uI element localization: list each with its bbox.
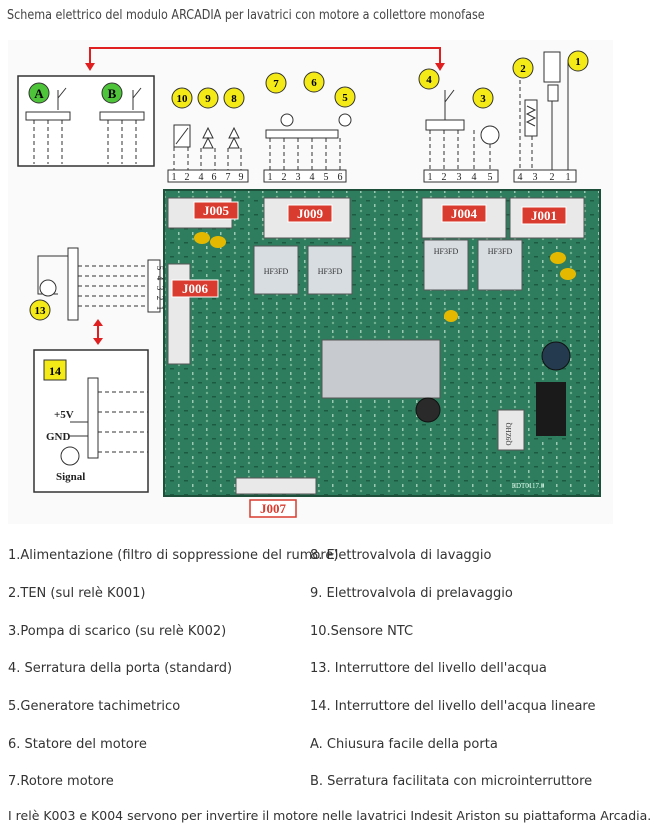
- gnd-label: GND: [46, 431, 71, 443]
- level-switch-13: 5 4 3 2 1 13: [29, 247, 165, 321]
- pin-number: 2: [442, 172, 447, 183]
- marker-1: 1: [575, 56, 581, 68]
- pin-number: 2: [155, 296, 165, 301]
- relay-text: HF3FD: [434, 247, 459, 256]
- wiring-diagram-figure: A B 10 9 8 7 6 5 4 3 2 1: [8, 40, 613, 524]
- pin-number: 4: [310, 172, 315, 183]
- pcb-code: EDT0117.0: [512, 482, 545, 490]
- legend-item: 5.Generatore tachimetrico: [8, 699, 181, 714]
- label-b: B: [108, 86, 117, 101]
- pin-number: 5: [324, 172, 329, 183]
- pin-number: 3: [296, 172, 301, 183]
- door-lock-box: A B: [17, 75, 155, 167]
- pin-number: 5: [155, 266, 165, 271]
- legend-item: 2.TEN (sul relè K001): [8, 586, 146, 601]
- page-title: Schema elettrico del modulo ARCADIA per …: [7, 8, 485, 23]
- pin-number: 3: [457, 172, 462, 183]
- pin-number: 4: [518, 172, 523, 183]
- wiring-diagram: A B 10 9 8 7 6 5 4 3 2 1: [17, 47, 601, 518]
- pin-number: 7: [226, 172, 231, 183]
- marker-2: 2: [520, 63, 526, 75]
- marker-10: 10: [177, 93, 189, 105]
- connector-j009: J009: [297, 206, 324, 221]
- top-red-arrow: [85, 47, 445, 71]
- legend-item: 13. Interruttore del livello dell'acqua: [310, 661, 547, 676]
- pin-number: 1: [428, 172, 433, 183]
- label-a: A: [34, 86, 44, 101]
- pin-strip-4: 1 2 3 4 5: [423, 169, 499, 183]
- connector-j007: J007: [260, 501, 287, 516]
- pin-number: 4: [155, 276, 165, 281]
- marker-4: 4: [426, 74, 432, 86]
- red-double-arrow: [93, 319, 103, 345]
- pin-number: 3: [155, 286, 165, 291]
- pcb-code: Q9ZHQ: [505, 423, 513, 446]
- legend-item: 7.Rotore motore: [8, 774, 114, 789]
- pin-number: 9: [239, 172, 244, 183]
- legend-item: B. Serratura facilitata con microinterru…: [310, 774, 593, 789]
- pin-number: 2: [550, 172, 555, 183]
- marker-5: 5: [342, 92, 348, 104]
- legend-item: 6. Statore del motore: [8, 737, 147, 752]
- connector-j006: J006: [182, 281, 209, 296]
- pin-strip-10: 1 2 4 6 7 9: [167, 169, 249, 183]
- connector-j005: J005: [203, 203, 230, 218]
- component-wires: [173, 80, 533, 170]
- marker-9: 9: [205, 93, 211, 105]
- relay-text: HF3FD: [318, 267, 343, 276]
- connector-labels: J005 J009 J004 J001 J006 J007: [171, 201, 567, 518]
- pin-number: 1: [566, 172, 571, 183]
- marker-14: 14: [49, 364, 61, 378]
- pin-number: 1: [155, 306, 165, 311]
- pin-number: 3: [533, 172, 538, 183]
- relay-text: HF3FD: [264, 267, 289, 276]
- legend-item: 14. Interruttore del livello dell'acqua …: [310, 699, 596, 714]
- legend-item: A. Chiusura facile della porta: [310, 737, 498, 752]
- marker-6: 6: [311, 77, 317, 89]
- pin-number: 4: [472, 172, 477, 183]
- marker-3: 3: [480, 93, 486, 105]
- legend-item: 4. Serratura della porta (standard): [8, 661, 233, 676]
- marker-7: 7: [273, 78, 279, 90]
- relay-text: HF3FD: [488, 247, 513, 256]
- legend-item: 10.Sensore NTC: [310, 624, 414, 639]
- pin-number: 2: [282, 172, 287, 183]
- legend-item: 3.Pompa di scarico (su relè K002): [8, 624, 227, 639]
- marker-8: 8: [231, 93, 237, 105]
- pin-number: 6: [338, 172, 343, 183]
- pin-strips: 1 2 4 6 7 9 1 2 3 4 5 6 1 2 3 4 5 4 3: [167, 169, 577, 183]
- legend-item: 1.Alimentazione (filtro di soppressione …: [8, 548, 339, 563]
- pin-number: 4: [199, 172, 204, 183]
- connector-j004: J004: [451, 206, 478, 221]
- pin-number: 1: [268, 172, 273, 183]
- component-symbols: [173, 51, 569, 170]
- pin-number: 1: [172, 172, 177, 183]
- connector-j001: J001: [531, 208, 557, 223]
- footnote: I relè K003 e K004 servono per invertire…: [8, 808, 651, 823]
- linear-level-switch-14: 14 +5V GND Signal: [33, 349, 149, 493]
- legend-item: 8. Elettrovalvola di lavaggio: [310, 548, 492, 563]
- pin-number: 6: [212, 172, 217, 183]
- marker-13: 13: [35, 305, 47, 317]
- signal-label: Signal: [56, 471, 85, 483]
- plus-5v-label: +5V: [54, 409, 74, 421]
- pin-number: 5: [488, 172, 493, 183]
- pin-number: 2: [185, 172, 190, 183]
- pin-strip-2: 4 3 2 1: [513, 169, 577, 183]
- pin-strip-7: 1 2 3 4 5 6: [263, 169, 347, 183]
- pcb-board: HF3FD HF3FD HF3FD HF3FD Q9ZHQ EDT0117.0: [163, 189, 601, 497]
- markers: 10 9 8 7 6 5 4 3 2 1: [171, 50, 589, 109]
- legend-item: 9. Elettrovalvola di prelavaggio: [310, 586, 513, 601]
